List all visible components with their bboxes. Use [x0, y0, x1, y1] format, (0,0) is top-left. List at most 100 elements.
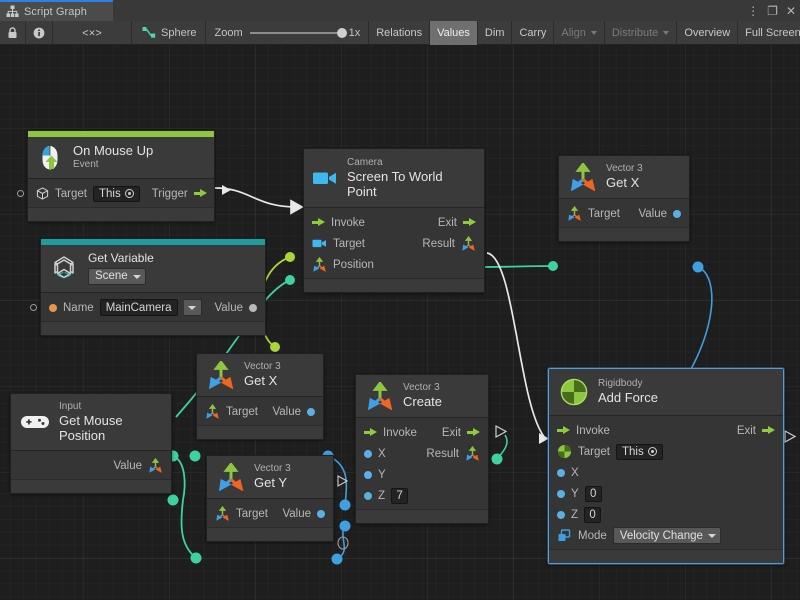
port-dot-float-icon[interactable]: [307, 407, 315, 416]
flow-output-arrow-icon[interactable]: [467, 428, 480, 437]
info-button[interactable]: [26, 21, 53, 45]
toolbar-button-values[interactable]: Values: [430, 21, 478, 45]
flow-input-arrow-icon[interactable]: [312, 218, 325, 227]
node-rigidbody-add-force[interactable]: Rigidbody Add Force Invoke Exit: [548, 368, 784, 564]
z-value-field[interactable]: 7: [391, 487, 409, 504]
vector3-axis-icon[interactable]: [567, 206, 582, 221]
object-picker-icon[interactable]: [647, 447, 657, 456]
z-value: 0: [589, 508, 596, 521]
graph-object-name: Sphere: [161, 26, 197, 39]
toolbar-button-carry[interactable]: Carry: [512, 21, 555, 45]
zoom-label: Zoom: [214, 26, 243, 39]
y-value: 0: [589, 487, 597, 500]
y-value-field[interactable]: 0: [584, 485, 602, 502]
vector3-axis-icon[interactable]: [205, 404, 220, 419]
node-title-block: Vector 3 Get Y: [254, 463, 291, 490]
chevron-down-icon: [188, 305, 197, 310]
flow-input-arrow-icon[interactable]: [364, 428, 377, 437]
node-header: <> Get Variable Scene: [41, 245, 265, 294]
lock-toggle[interactable]: [0, 21, 26, 45]
vector3-axis-icon[interactable]: [465, 446, 480, 461]
code-brackets-icon: <×>: [79, 27, 105, 40]
port-dot-object-icon[interactable]: [249, 303, 257, 312]
port-dot-float-icon[interactable]: [364, 470, 372, 479]
toolbar-button-align[interactable]: Align: [554, 21, 605, 45]
code-button[interactable]: <×>: [53, 21, 132, 45]
port-label-position: Position: [333, 258, 374, 271]
port-label-x: X: [571, 466, 579, 479]
port-dot-float-icon[interactable]: [364, 449, 372, 458]
script-graph-icon: [142, 26, 156, 39]
z-value-field[interactable]: 0: [584, 506, 602, 523]
port-label-x: X: [378, 447, 386, 460]
node-vector3-get-x-mid[interactable]: Vector 3 Get X Target Value: [196, 353, 324, 440]
target-this-value: This: [98, 187, 121, 200]
node-vector3-create[interactable]: Vector 3 Create Invoke Exit X Result: [355, 374, 489, 524]
close-icon[interactable]: ✕: [785, 3, 796, 18]
port-row-invoke-exit: Invoke Exit: [356, 422, 488, 443]
port-dot-float-icon[interactable]: [673, 209, 681, 218]
toolbar-button-full-screen[interactable]: Full Screen: [745, 27, 800, 39]
target-this-field[interactable]: This: [615, 443, 663, 460]
port-label-target: Target: [578, 445, 610, 458]
node-vector3-get-y[interactable]: Vector 3 Get Y Target Value: [206, 455, 334, 542]
port-dot-float-icon[interactable]: [557, 510, 565, 519]
node-on-mouse-up[interactable]: On Mouse Up Event Target This: [17, 130, 215, 222]
zoom-slider-handle[interactable]: [336, 27, 347, 38]
zoom-control[interactable]: Zoom 1x: [206, 21, 370, 44]
tab-script-graph[interactable]: Script Graph: [0, 0, 113, 21]
port-dot-string-icon[interactable]: [49, 303, 57, 312]
port-input-bullet[interactable]: [17, 190, 24, 197]
node-header: Vector 3 Get X: [197, 354, 323, 397]
vector3-axis-icon[interactable]: [215, 506, 230, 521]
port-dot-float-icon[interactable]: [557, 468, 565, 477]
node-subtitle: Event: [73, 158, 99, 170]
zoom-slider[interactable]: [249, 27, 347, 38]
port-dot-float-icon[interactable]: [317, 509, 325, 518]
tab-label: Script Graph: [24, 5, 87, 18]
lock-icon: [7, 27, 18, 39]
toolbar-button-overview[interactable]: Overview: [677, 21, 739, 45]
vector3-axis-icon[interactable]: [461, 236, 476, 252]
node-input-get-mouse-position[interactable]: Input Get Mouse Position Value: [10, 393, 172, 495]
kebab-menu-icon[interactable]: ⋮: [747, 3, 760, 18]
graph-toolbar: <×> Sphere Zoom 1x Relations Values Dim: [0, 21, 800, 45]
enum-icon[interactable]: [557, 528, 572, 543]
node-get-variable[interactable]: <> Get Variable Scene: [30, 238, 266, 337]
port-label-invoke: Invoke: [383, 426, 417, 439]
variable-name-dropdown[interactable]: [183, 299, 202, 317]
port-input-bullet[interactable]: [30, 304, 37, 312]
toolbar-button-distribute[interactable]: Distribute: [605, 21, 678, 45]
flow-output-arrow-icon[interactable]: [193, 189, 208, 198]
port-dot-float-icon[interactable]: [557, 489, 565, 498]
toolbar-button-dim[interactable]: Dim: [478, 21, 513, 45]
graph-object-selector[interactable]: Sphere: [132, 21, 207, 44]
graph-canvas[interactable]: On Mouse Up Event Target This: [0, 45, 800, 600]
node-header: Vector 3 Create: [356, 375, 488, 418]
port-dot-float-icon[interactable]: [364, 491, 372, 500]
variable-scope-dropdown[interactable]: Scene: [88, 268, 146, 286]
port-label-target: Target: [226, 405, 258, 418]
variable-name-value: MainCamera: [105, 301, 172, 314]
object-picker-icon[interactable]: [124, 189, 134, 198]
maximize-icon[interactable]: ❐: [767, 3, 778, 18]
flow-output-arrow-icon[interactable]: [463, 218, 476, 227]
window-controls: ⋮ ❐ ✕: [747, 0, 796, 21]
node-camera-screen-to-world-point[interactable]: Camera Screen To World Point Invoke Exit: [303, 148, 485, 294]
rigidbody-sphere-port-icon[interactable]: [557, 444, 572, 459]
node-vector3-get-x-top[interactable]: Vector 3 Get X Target Value: [558, 155, 690, 242]
node-footer: [356, 509, 488, 523]
target-this-field[interactable]: This: [92, 185, 140, 202]
vector3-axis-icon[interactable]: [148, 458, 163, 474]
toolbar-button-relations[interactable]: Relations: [369, 21, 431, 45]
mode-dropdown[interactable]: Velocity Change: [612, 527, 721, 544]
flow-output-arrow-icon[interactable]: [762, 426, 775, 435]
align-label: Align: [561, 27, 586, 39]
flow-input-arrow-icon[interactable]: [557, 426, 570, 435]
port-label-target: Target: [236, 507, 268, 520]
variable-name-field[interactable]: MainCamera: [99, 299, 178, 317]
port-label-mode: Mode: [578, 529, 607, 542]
vector3-axis-icon[interactable]: [312, 257, 327, 273]
node-subtitle: Camera: [347, 157, 383, 168]
camera-port-icon[interactable]: [312, 238, 327, 249]
